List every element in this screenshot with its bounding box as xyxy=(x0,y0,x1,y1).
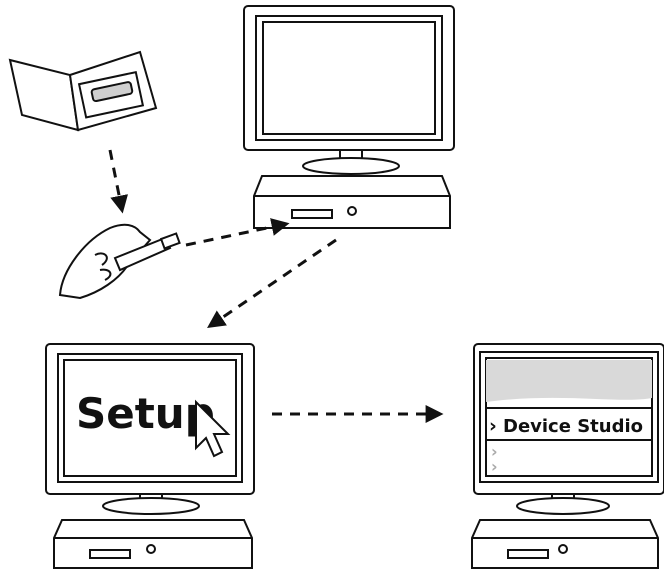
setup-label: Setup xyxy=(76,389,215,438)
studio-item-marker-1: › xyxy=(491,442,498,461)
booklet-with-usb-icon xyxy=(8,50,158,132)
hand-holding-usb-icon xyxy=(58,223,181,300)
arrow-booklet-to-usb xyxy=(108,149,129,214)
studio-banner xyxy=(486,360,652,402)
arrow-computer-to-setup xyxy=(207,238,337,329)
studio-item-device-studio: Device Studio xyxy=(503,416,643,437)
studio-item-marker-2: › xyxy=(491,457,498,476)
studio-item-marker-0: › xyxy=(489,415,497,437)
studio-monitor xyxy=(471,343,664,569)
computer-monitor-icon xyxy=(243,5,455,229)
mouse-cursor-icon xyxy=(195,399,231,458)
setup-monitor xyxy=(45,343,255,569)
